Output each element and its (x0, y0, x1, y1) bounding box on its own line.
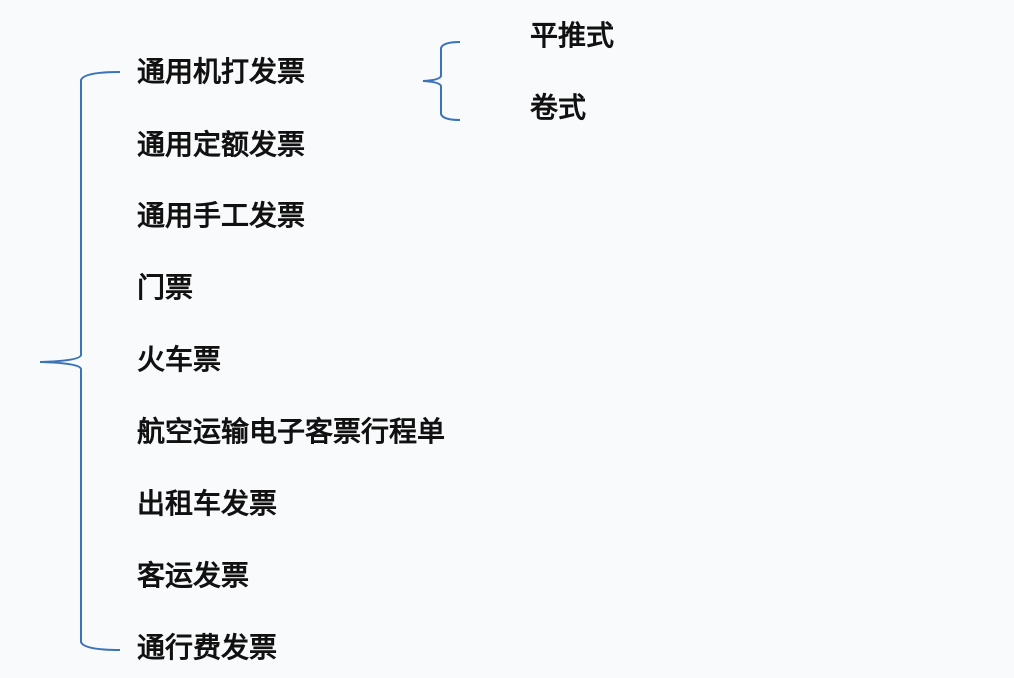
list-item: 通用手工发票 (137, 199, 306, 232)
list-item: 出租车发票 (137, 487, 278, 520)
list-item: 火车票 (137, 343, 222, 376)
list-item: 航空运输电子客票行程单 (137, 415, 446, 448)
list-item: 通用机打发票 (137, 55, 306, 88)
sub-item: 平推式 (530, 19, 615, 52)
sub-item: 卷式 (530, 91, 587, 124)
list-item: 通行费发票 (137, 631, 278, 664)
sub-brace (422, 41, 461, 121)
list-item: 通用定额发票 (137, 128, 306, 161)
list-item: 门票 (137, 271, 194, 304)
main-brace (39, 71, 121, 651)
list-item: 客运发票 (137, 559, 250, 592)
